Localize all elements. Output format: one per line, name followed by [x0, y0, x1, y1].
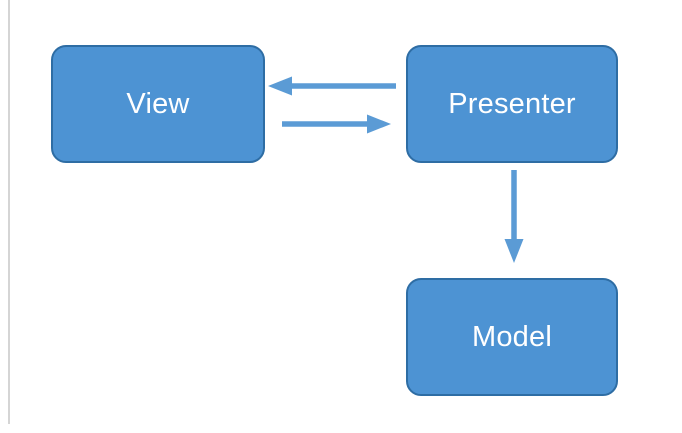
page-edge-line: [8, 0, 10, 424]
arrow-view-to-presenter-icon: [282, 114, 391, 134]
node-model: Model: [406, 278, 618, 396]
arrow-presenter-to-view-icon: [268, 76, 396, 96]
node-presenter-label: Presenter: [448, 87, 576, 120]
node-view: View: [51, 45, 265, 163]
node-view-label: View: [126, 87, 190, 120]
node-presenter: Presenter: [406, 45, 618, 163]
node-model-label: Model: [472, 320, 552, 353]
arrow-presenter-to-model-icon: [504, 170, 524, 263]
